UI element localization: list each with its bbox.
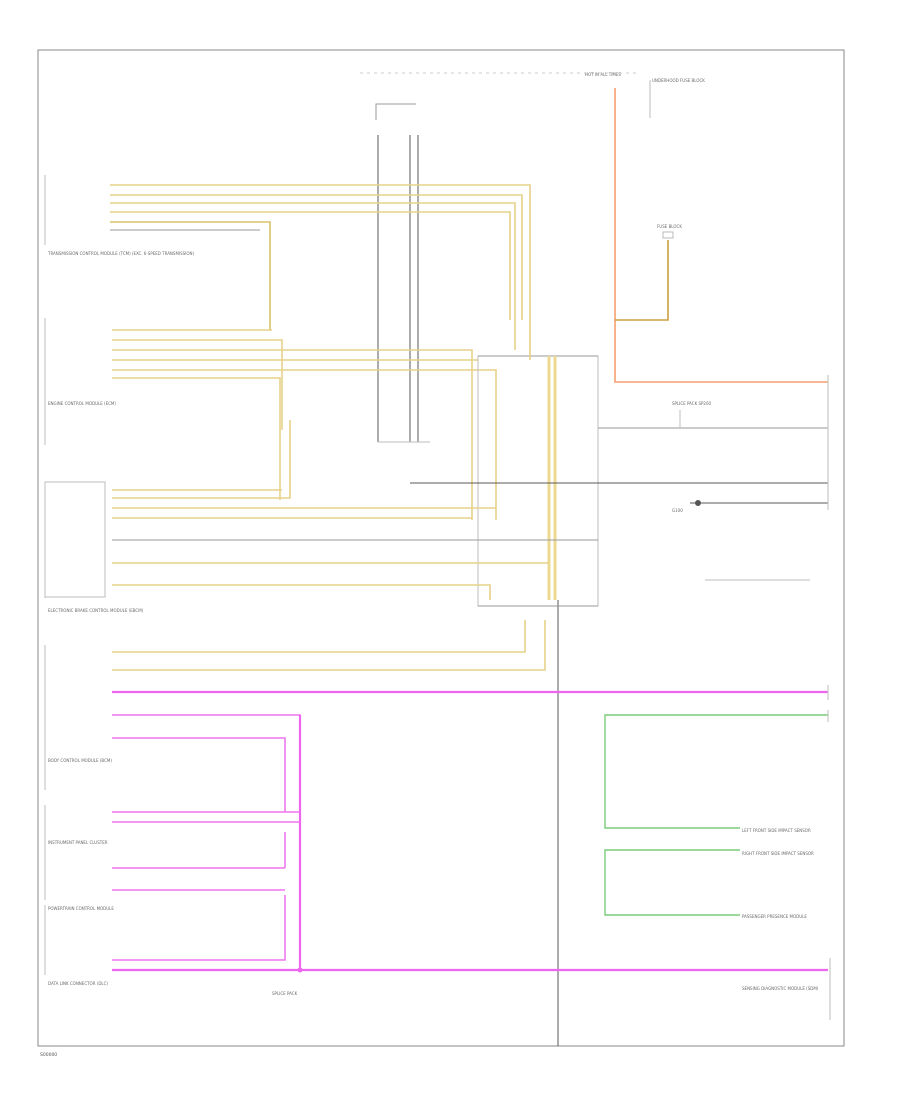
- pink-lower: [112, 811, 828, 972]
- ecm-label: ENGINE CONTROL MODULE (ECM): [48, 401, 116, 406]
- diagram-frame: [37, 49, 845, 1047]
- ebcm-box: [44, 481, 106, 598]
- tcm-label: TRANSMISSION CONTROL MODULE (TCM) (EXC. …: [47, 251, 194, 256]
- footer-code: S00000: [40, 1052, 57, 1058]
- tcm-wires: [110, 184, 531, 330]
- fuse-right-box: [662, 231, 674, 239]
- pink-bus: [112, 690, 828, 970]
- pcm-label: POWERTRAIN CONTROL MODULE: [48, 906, 114, 911]
- right-bottom-label: SENSING DIAGNOSTIC MODULE (SDM): [742, 986, 819, 991]
- ipc-label: INSTRUMENT PANEL CLUSTER: [48, 840, 108, 845]
- right-green-label-1: LEFT FRONT SIDE IMPACT SENSOR: [742, 828, 811, 833]
- splice-bottom-dot: [297, 967, 303, 973]
- top-note-label: HOT IN ALL TIMES: [585, 72, 621, 77]
- ebcm-label: ELECTRONIC BRAKE CONTROL MODULE (EBCM): [48, 608, 144, 613]
- bottom-tan-wire-b: [112, 620, 546, 671]
- mid-right-label: SPLICE PACK SP200: [672, 401, 712, 406]
- fuse-right-label: FUSE BLOCK: [657, 224, 682, 229]
- orange-wire: [614, 88, 828, 383]
- ecm-wires: [112, 329, 497, 520]
- bottom-tan-wire-a: [112, 620, 526, 653]
- olive-wire: [615, 240, 669, 321]
- ground-dot: [695, 500, 701, 506]
- right-green-label-3: PASSENGER PRESENCE MODULE: [742, 914, 807, 919]
- top-fuse-label: UNDERHOOD FUSE BLOCK: [652, 78, 705, 83]
- dlc-label: DATA LINK CONNECTOR (DLC): [48, 981, 108, 986]
- green-wires: [604, 714, 828, 916]
- right-green-label-2: RIGHT FRONT SIDE IMPACT SENSOR: [742, 851, 814, 856]
- bcm-label: BODY CONTROL MODULE (BCM): [48, 758, 112, 763]
- ground-label: G100: [672, 508, 683, 513]
- top-splice-bracket: [375, 103, 416, 120]
- splice-bottom-label: SPLICE PACK: [272, 991, 298, 996]
- ebcm-wires: [112, 420, 598, 600]
